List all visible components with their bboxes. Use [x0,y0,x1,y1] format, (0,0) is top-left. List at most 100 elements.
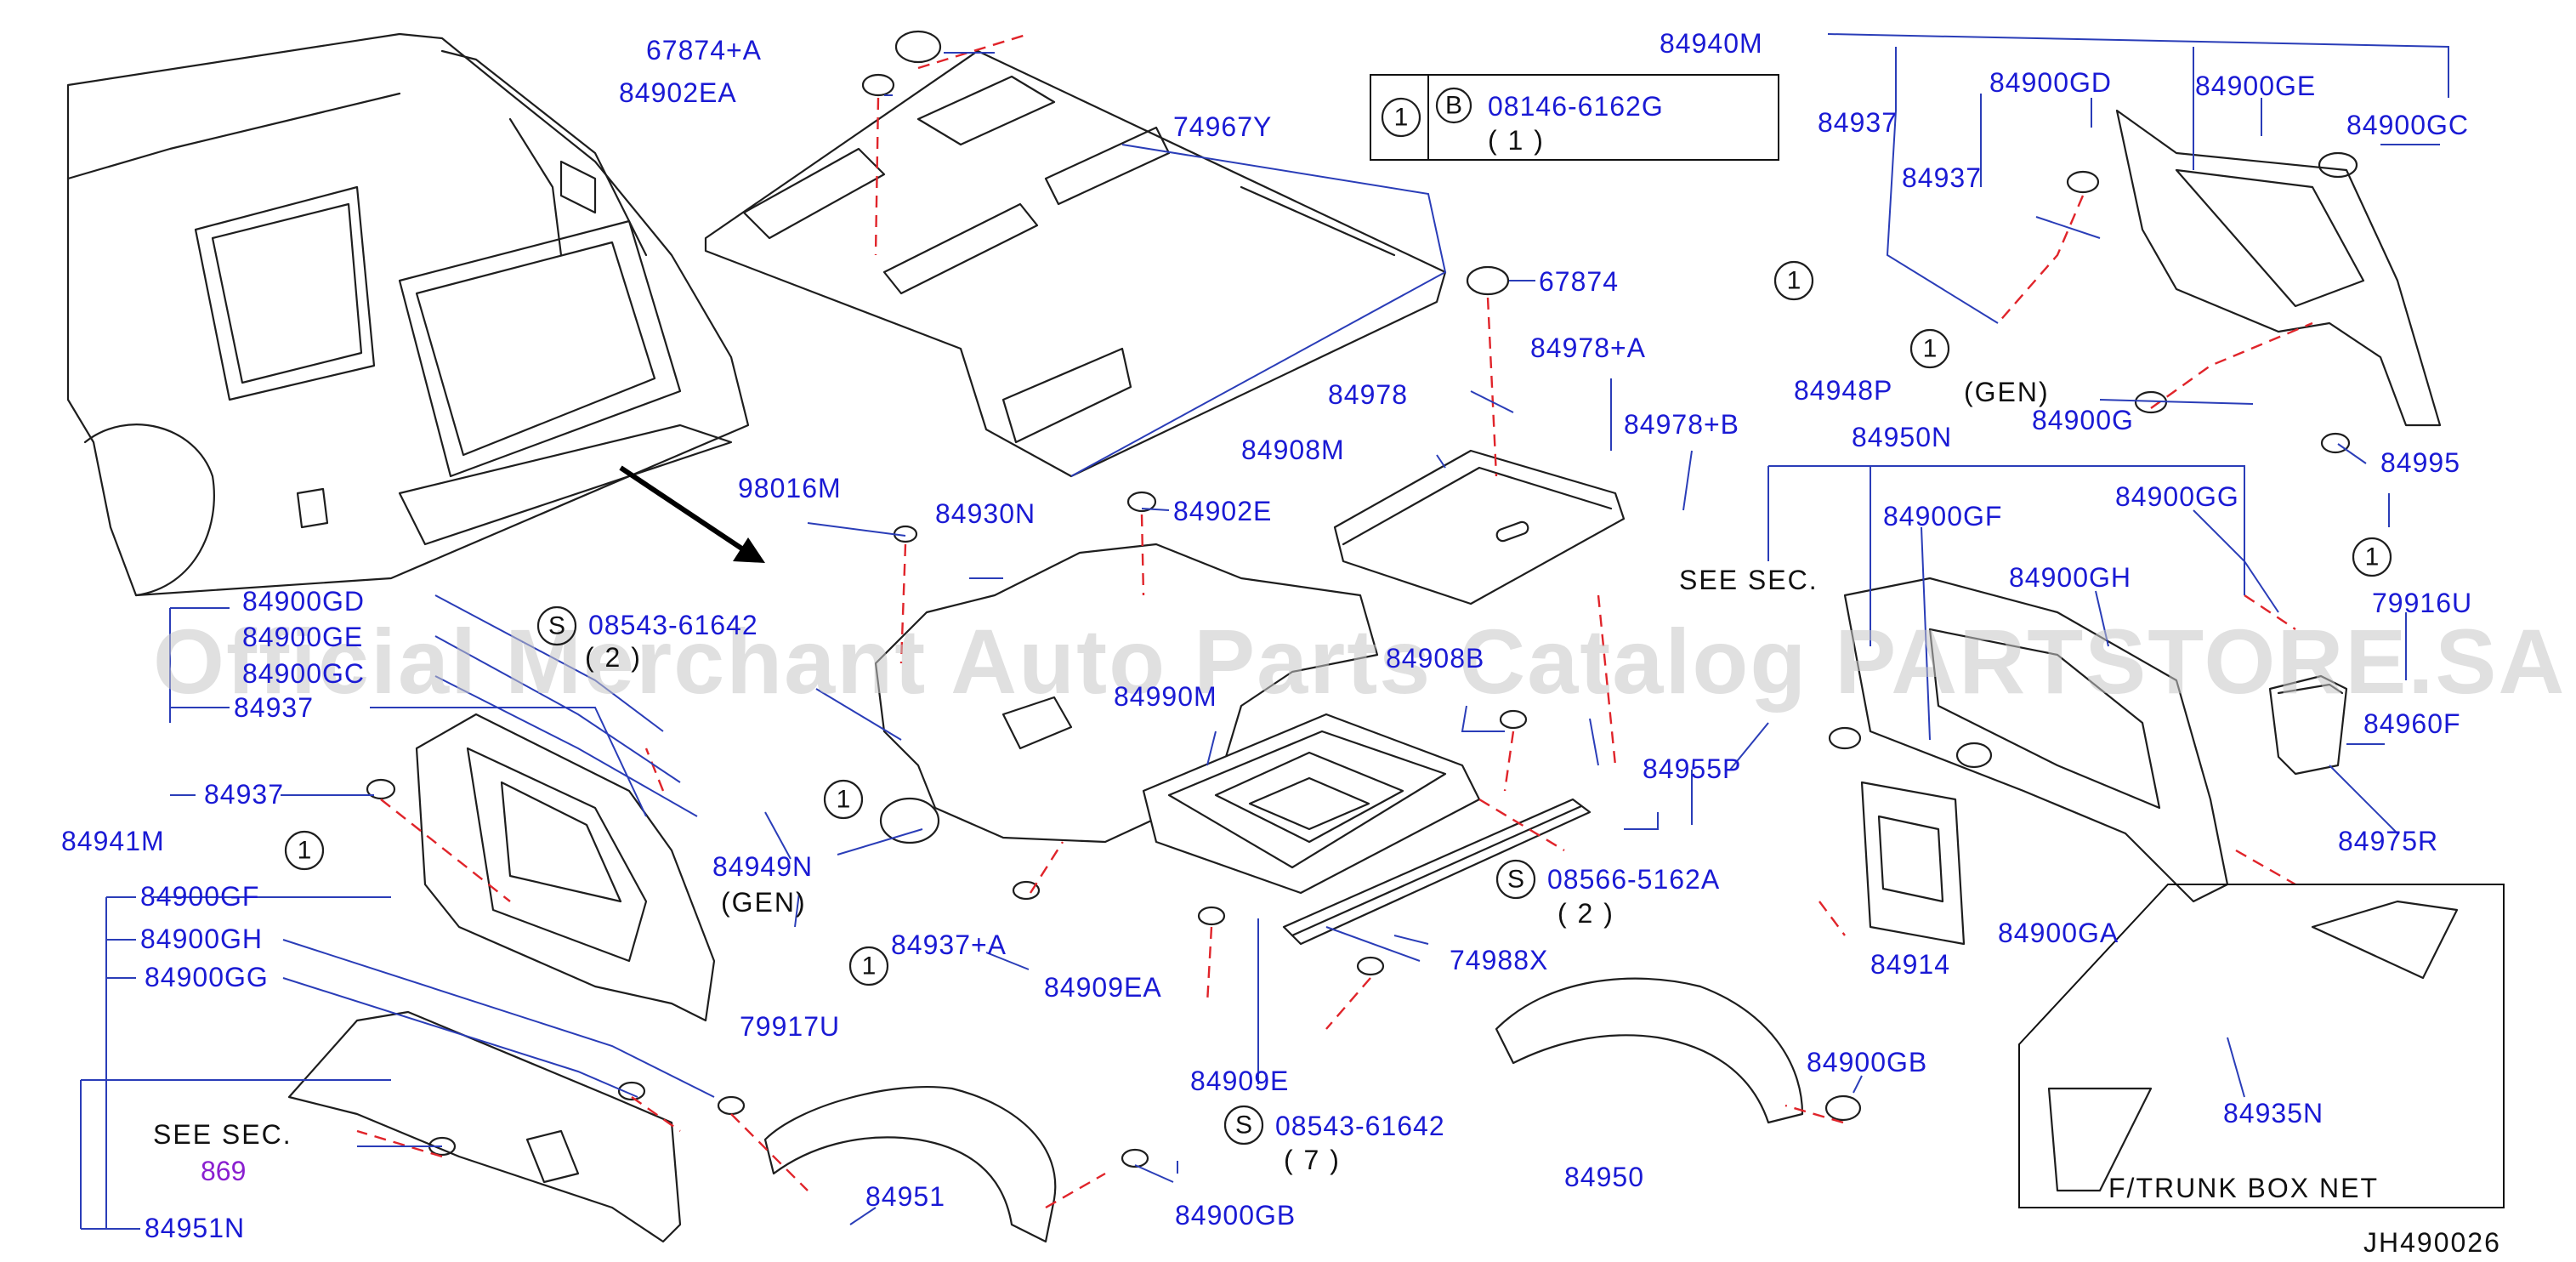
label-84900GE-right: 84900GE [2195,71,2316,101]
label-see-sec-right: SEE SEC. [1679,565,1819,595]
callout-number: 1 [862,952,877,981]
label-84935N: 84935N [2223,1098,2324,1128]
label-84900GC-left: 84900GC [242,658,365,689]
bin-84975R [2268,674,2348,776]
watermark-text: Official Merchant Auto Parts Catalog PAR… [153,610,2566,713]
label-84900GB-right: 84900GB [1807,1047,1927,1077]
callout-circle-s [536,605,577,646]
legend-quantity: ( 1 ) [1488,125,1545,156]
label-84937A: 84937+A [891,929,1007,960]
fasteners [366,30,2358,1168]
label-84900GD-right: 84900GD [1989,67,2112,98]
label-84902E: 84902E [1173,496,1272,526]
trim-left-84941M [415,713,716,1022]
trim-right-84940M [2115,109,2442,427]
label-84900GF-left: 84900GF [140,881,259,912]
legend-box: 1 B 08146-6162G ( 1 ) [1370,74,1779,161]
leader-lines [80,33,2449,1230]
label-84995: 84995 [2380,447,2460,478]
label-84955P: 84955P [1643,753,1741,784]
callout-number: 1 [1787,267,1801,295]
label-84948P: 84948P [1794,375,1892,406]
label-84937-left-a: 84937 [234,692,314,723]
label-84900GE-left: 84900GE [242,622,363,652]
label-84941M: 84941M [61,826,165,856]
floor-board-74967Y [704,49,1447,478]
callout-number: 1 [1923,335,1938,363]
label-sec-869: 869 [201,1156,246,1186]
label-84900GG-left: 84900GG [145,962,269,992]
callout-circle-s [1495,859,1536,900]
label-84909E: 84909E [1190,1066,1289,1096]
callout-letter: S [548,612,565,640]
label-84900GD-left: 84900GD [242,586,365,617]
trim-lower-84951N [287,1010,682,1243]
label-84900GF-right: 84900GF [1883,501,2002,532]
label-84940M: 84940M [1660,28,1763,59]
label-84950: 84950 [1564,1162,1644,1192]
label-84914: 84914 [1870,949,1950,980]
arrow-head [733,537,765,563]
label-84909EA: 84909EA [1044,972,1162,1003]
label-84908B: 84908B [1386,643,1484,674]
label-84900GH-left: 84900GH [140,924,263,954]
label-84951: 84951 [865,1181,945,1212]
label-s-part-3: 08543-61642 [1275,1111,1445,1141]
label-see-sec-left: SEE SEC. [153,1119,292,1150]
label-s-qty-2: ( 2 ) [1558,898,1614,929]
callout-circle [2352,537,2392,577]
label-79916U: 79916U [2372,588,2472,618]
label-74967Y: 74967Y [1173,111,1272,142]
vehicle-rear-outline [66,32,750,597]
label-84900GC-right: 84900GC [2346,110,2469,140]
label-84978: 84978 [1328,379,1408,410]
label-67874: 67874 [1539,266,1619,297]
label-79917U: 79917U [740,1011,840,1042]
callout-letter: S [1507,866,1524,894]
label-84908M: 84908M [1241,435,1345,465]
label-84900GA: 84900GA [1998,918,2119,948]
callout-circle [1909,328,1950,369]
label-84949N: 84949N [712,851,813,882]
label-trunk-box-net: F/TRUNK BOX NET [2108,1173,2379,1203]
callout-circle [848,946,889,986]
legend-letter: B [1445,92,1462,120]
panel-84914 [1860,781,1966,946]
direction-arrow [619,465,750,555]
callout-circle [284,830,325,871]
rail-74988X [1282,798,1592,946]
label-84937-right-a: 84937 [1818,107,1898,138]
label-84978A: 84978+A [1530,333,1646,363]
label-84975R: 84975R [2338,826,2438,856]
part-labels: 67874+A 84902EA 74967Y 84940M 84937 8490… [61,28,2501,1258]
diagram-code: JH490026 [2363,1227,2501,1258]
callout-number: 1 [837,786,851,814]
label-84902EA: 84902EA [619,77,737,108]
wheelhouse-84951 [763,1085,1057,1243]
assembly-guides [356,32,2313,1209]
callout-number: 1 [298,837,312,865]
label-s-qty-3: ( 7 ) [1284,1145,1341,1175]
label-98016M: 98016M [738,473,842,503]
label-s-part-1: 08543-61642 [588,610,758,640]
legend-part-number: 08146-6162G [1488,91,1664,122]
label-gen-left: (GEN) [721,887,807,918]
label-84900GH-right: 84900GH [2009,562,2131,593]
label-84937-right-b: 84937 [1902,162,1982,193]
label-84937-left-b: 84937 [204,779,284,810]
label-84900G: 84900G [2032,405,2134,435]
label-gen-right: (GEN) [1964,377,2050,407]
floor-panel-84930N [874,543,1379,844]
label-s-part-2: 08566-5162A [1547,864,1720,895]
label-s-qty-1: ( 2 ) [585,642,642,673]
label-84990M: 84990M [1114,681,1217,712]
wheelhouse-84950 [1495,977,1804,1124]
legend-circle-number: 1 [1394,104,1409,132]
lid-84908M [1333,449,1626,605]
label-67874A: 67874+A [646,35,762,65]
label-84960F: 84960F [2363,708,2461,739]
label-84930N: 84930N [935,498,1036,529]
label-84900GB-left: 84900GB [1175,1200,1296,1231]
trunk-net-box [2018,884,2505,1208]
